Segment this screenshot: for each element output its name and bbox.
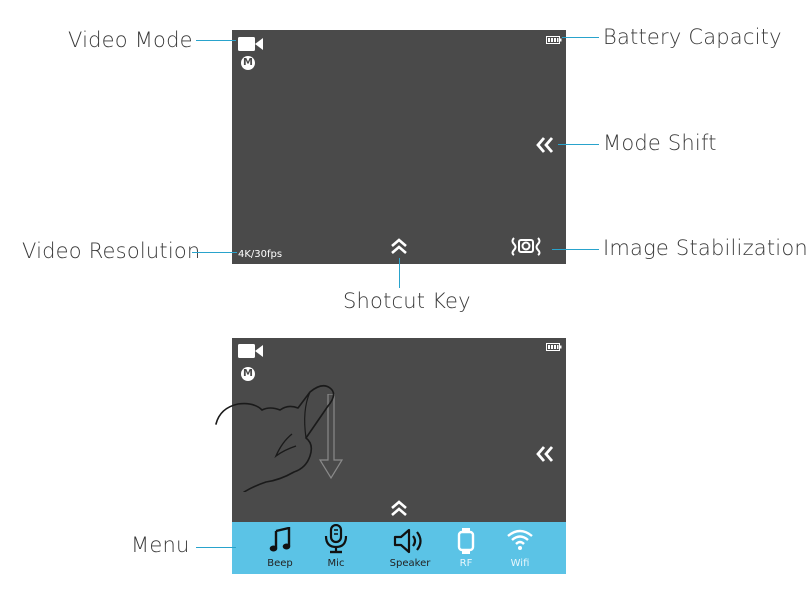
swipe-hand-icon	[215, 384, 335, 492]
double-chevron-up-icon[interactable]	[390, 500, 408, 518]
callout-battery-capacity: Battery Capacity	[603, 25, 782, 49]
double-chevron-left-icon[interactable]	[536, 445, 554, 463]
manual-mode-badge: M	[241, 367, 255, 381]
menu-item-speaker[interactable]: Speaker	[382, 522, 438, 574]
quick-menu-bar: Beep Mic Speaker	[232, 522, 566, 574]
menu-item-beep[interactable]: Beep	[260, 522, 300, 574]
menu-label-speaker: Speaker	[389, 558, 431, 569]
battery-icon	[546, 36, 562, 44]
menu-item-rf[interactable]: RF	[448, 522, 484, 574]
callout-video-mode: Video Mode	[68, 28, 193, 52]
menu-label-beep: Beep	[267, 558, 293, 569]
manual-mode-badge: M	[241, 56, 255, 70]
music-note-icon	[269, 527, 291, 552]
leader-video-mode	[196, 40, 236, 41]
callout-video-resolution: Video Resolution	[22, 239, 201, 263]
camera-screen-menu: M Beep	[232, 338, 566, 574]
video-resolution-label: 4K/30fps	[238, 249, 283, 260]
leader-image-stabilization	[552, 249, 599, 250]
double-chevron-up-icon[interactable]	[390, 238, 408, 256]
swipe-down-arrow-icon	[318, 394, 344, 480]
watch-remote-icon	[457, 528, 475, 554]
leader-battery-capacity	[562, 37, 599, 38]
battery-icon	[546, 343, 562, 351]
leader-video-resolution	[192, 252, 237, 253]
menu-item-mic[interactable]: Mic	[316, 522, 356, 574]
menu-label-rf: RF	[459, 558, 473, 569]
camera-screen-main: M 4K/30fps	[232, 30, 566, 264]
speaker-icon	[393, 528, 422, 554]
menu-label-wifi: Wifi	[510, 558, 530, 569]
menu-label-mic: Mic	[327, 558, 345, 569]
leader-mode-shift	[558, 144, 599, 145]
manual-mode-letter: M	[243, 368, 253, 379]
double-chevron-left-icon[interactable]	[536, 136, 554, 154]
callout-menu: Menu	[131, 533, 190, 557]
leader-shortcut-key	[399, 258, 400, 288]
wifi-icon	[507, 529, 533, 550]
video-camera-icon[interactable]	[238, 36, 264, 52]
callout-mode-shift: Mode Shift	[603, 131, 717, 155]
image-stabilization-icon[interactable]	[510, 236, 542, 256]
microphone-icon	[324, 524, 348, 554]
video-camera-icon[interactable]	[238, 343, 264, 359]
menu-item-wifi[interactable]: Wifi	[500, 522, 540, 574]
callout-shortcut-key: Shotcut Key	[343, 289, 471, 313]
manual-mode-letter: M	[243, 57, 253, 68]
callout-image-stabilization: Image Stabilization	[603, 236, 806, 260]
leader-menu	[196, 547, 236, 548]
